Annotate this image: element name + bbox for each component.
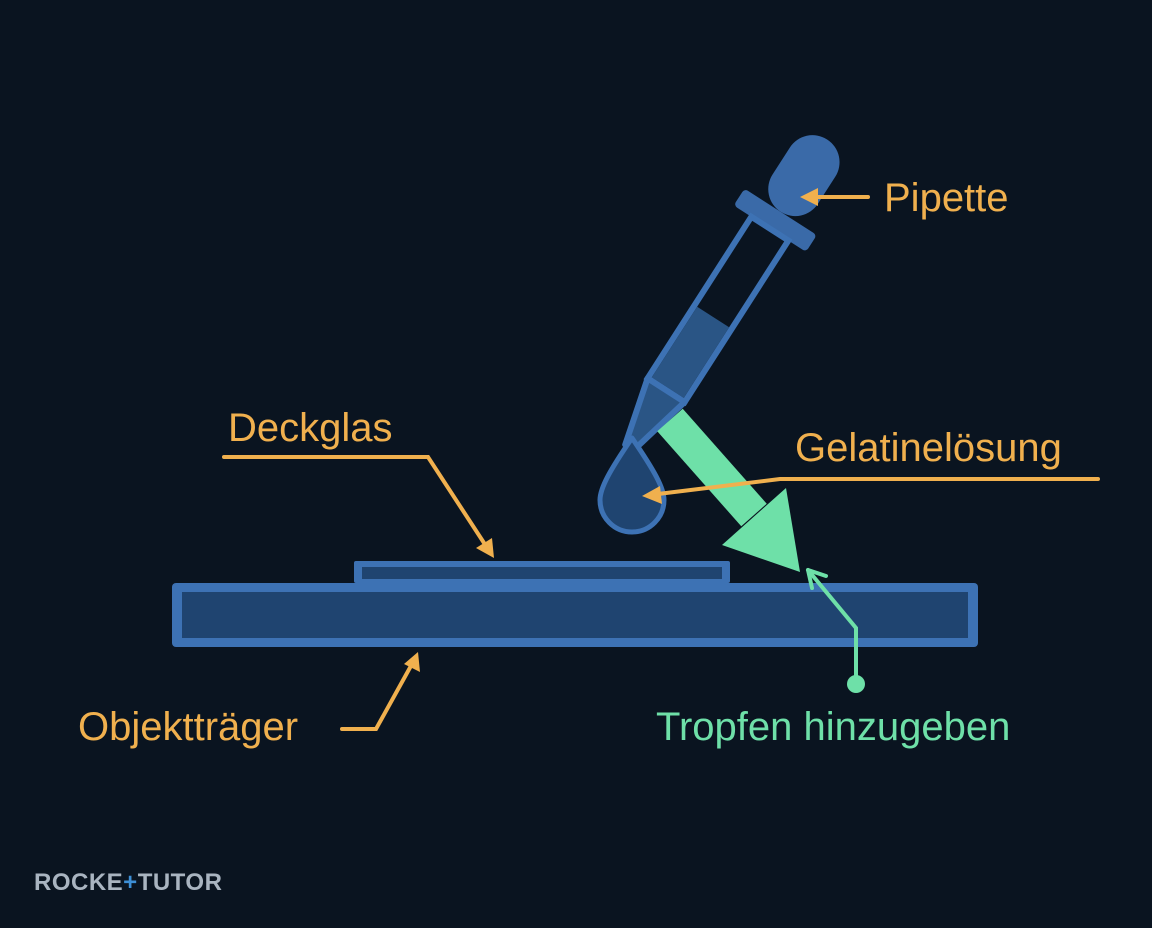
gelatine-callout xyxy=(656,477,1100,496)
logo-text-part2: TUTOR xyxy=(137,869,223,896)
logo-plus: + xyxy=(123,869,138,896)
objekttraeger-callout-arrowhead xyxy=(404,652,420,672)
deckglas-label: Deckglas xyxy=(228,406,393,450)
logo-text-part1: ROCKE xyxy=(34,869,124,896)
rocket-tutor-logo: ROCKE+TUTOR xyxy=(34,871,222,895)
gelatine-label: Gelatinelösung xyxy=(795,426,1062,470)
objekttraeger-label: Objektträger xyxy=(78,705,299,749)
tropfen-arrow xyxy=(657,408,800,572)
gelatine-callout-arrowhead xyxy=(642,486,662,504)
deckglas-coverslip xyxy=(354,561,730,583)
tropfen-label: Tropfen hinzugeben xyxy=(656,705,1011,749)
tropfen-callout xyxy=(806,568,858,682)
pipette-label: Pipette xyxy=(884,176,1009,220)
objekttraeger-slide xyxy=(172,583,978,647)
tropfen-callout-dot xyxy=(847,675,865,693)
pipette-icon xyxy=(622,135,840,454)
deckglas-callout xyxy=(222,455,488,548)
deckglas-callout-arrowhead xyxy=(476,538,494,558)
objekttraeger-callout xyxy=(340,662,414,731)
pipette-callout-arrowhead xyxy=(800,188,818,206)
droplet-icon xyxy=(597,435,667,535)
